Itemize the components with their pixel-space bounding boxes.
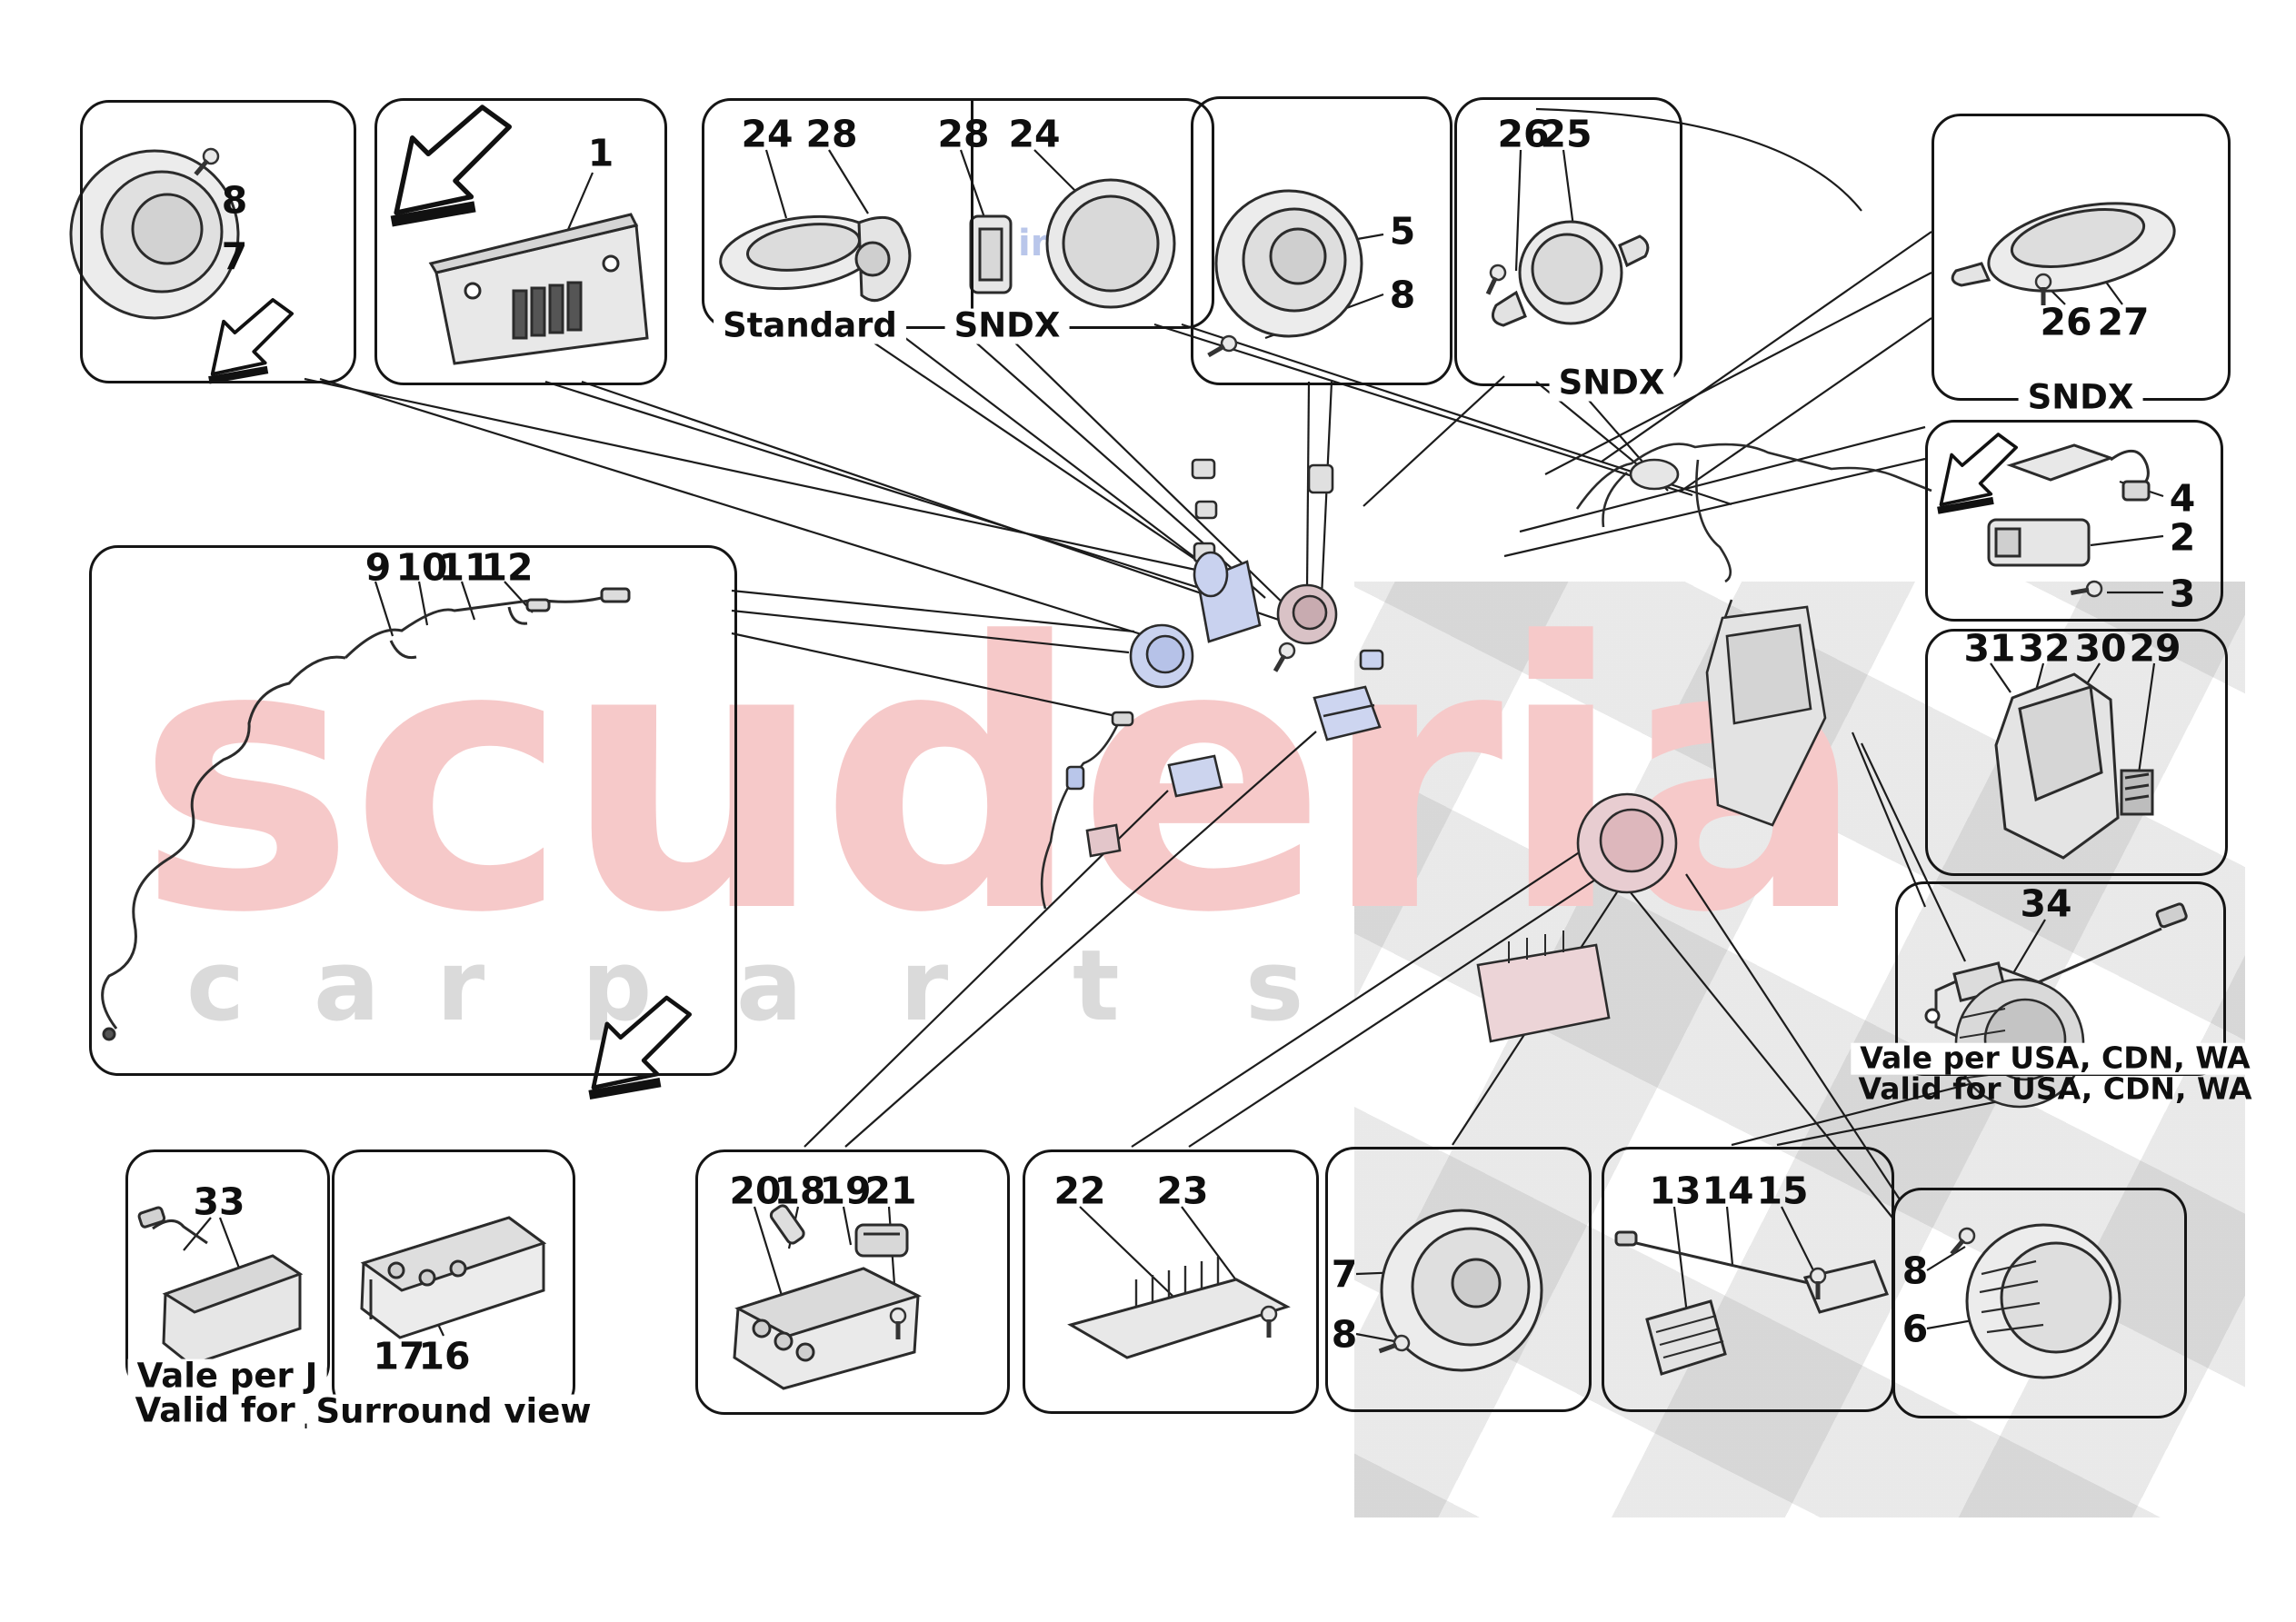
panel-front-speaker: 8 7 — [80, 100, 356, 383]
callout-9: 9 — [364, 545, 392, 590]
panel-antenna-kit: 4 2 3 — [1925, 420, 2223, 622]
harness-drawing — [101, 587, 631, 1041]
callout-22: 22 — [1053, 1169, 1106, 1213]
caption-valid-usa: Valid for USA, CDN, WA — [1858, 1070, 2252, 1107]
panel-fin-amp: 22 23 — [1023, 1149, 1319, 1414]
callout-20: 20 — [729, 1169, 782, 1213]
callout-1: 1 — [587, 131, 614, 175]
sub-enclosure-drawing — [1994, 672, 2154, 860]
mid-speaker-drawing — [1204, 189, 1363, 362]
callout-25: 25 — [1540, 112, 1592, 156]
caption-surround-view: Surround view — [306, 1394, 601, 1430]
front-speaker-drawing — [69, 146, 240, 320]
panel-harness: 9 10 11 12 — [89, 545, 737, 1076]
watermark-letter: s — [1245, 930, 1304, 1043]
callout-24: 24 — [741, 112, 794, 156]
amplifier-drawing — [428, 213, 649, 365]
fin-amp-drawing — [1067, 1257, 1291, 1359]
callout-8: 8 — [1331, 1312, 1358, 1357]
callout-30: 30 — [2074, 626, 2127, 671]
callout-28: 28 — [937, 112, 990, 156]
panel-usa-module: 34 Vale per USA, CDN, WA Valid for USA, … — [1851, 881, 2260, 1104]
callout-34: 34 — [2020, 881, 2072, 926]
panel-rear-woofer: 8 6 — [1892, 1188, 2187, 1418]
standard-speaker-drawing — [719, 214, 912, 303]
callout-16: 16 — [418, 1334, 471, 1378]
panel-main-amp: 20 18 19 21 — [695, 1149, 1010, 1415]
callout-26: 26 — [2040, 300, 2092, 344]
caption-standard: Standard — [714, 308, 906, 344]
panel-door-speaker: 7 8 — [1325, 1147, 1592, 1412]
callout-17: 17 — [373, 1334, 425, 1378]
callout-24: 24 — [1008, 112, 1061, 156]
caption-vale-usa: Vale per USA, CDN, WA — [1851, 1042, 2260, 1075]
panel-j-module: 33 Vale per J Valid for J — [125, 1149, 330, 1428]
main-amp-drawing — [733, 1204, 923, 1390]
watermark-letter: c — [186, 930, 245, 1043]
callout-26: 26 — [1497, 112, 1550, 156]
callout-14: 14 — [1702, 1169, 1754, 1213]
callout-8: 8 — [1902, 1249, 1929, 1293]
watermark-letter: t — [1073, 930, 1120, 1043]
callout-8: 8 — [221, 178, 248, 223]
callout-31: 31 — [1963, 626, 2016, 671]
callout-18: 18 — [774, 1169, 826, 1213]
sndx-tweeter-drawing — [1482, 220, 1650, 327]
sndx-speaker-drawing — [969, 178, 1176, 309]
caption-vale-j: Vale per J — [127, 1358, 327, 1395]
brand-watermark: scuderia — [136, 564, 1867, 993]
callout-13: 13 — [1649, 1169, 1702, 1213]
callout-2: 2 — [2169, 515, 2196, 560]
panel-sndx-oval: 26 27 SNDX — [1932, 114, 2231, 416]
callout-7: 7 — [1331, 1252, 1358, 1297]
panel-standard-sndx: 24 28 28 24 Standard SNDX — [702, 98, 1214, 344]
panel-cable-kit: 13 14 15 — [1602, 1147, 1894, 1412]
callout-19: 19 — [819, 1169, 872, 1213]
panel-amplifier: 1 — [374, 98, 667, 385]
callout-33: 33 — [193, 1179, 245, 1224]
caption-sndx: SNDX — [1549, 365, 1674, 402]
watermark-letter: a — [314, 930, 380, 1043]
door-speaker-drawing — [1377, 1209, 1543, 1372]
callout-8: 8 — [1389, 273, 1416, 317]
panel-sub-enclosure: 31 32 30 29 — [1925, 629, 2228, 876]
caption-sndx: SNDX — [2018, 380, 2143, 416]
panel-surround-view: 17 16 Surround view — [306, 1149, 601, 1430]
caption-valid-j: Valid for J — [135, 1390, 320, 1430]
rear-woofer-drawing — [1946, 1225, 2121, 1379]
callout-15: 15 — [1756, 1169, 1809, 1213]
callout-28: 28 — [805, 112, 858, 156]
callout-10: 10 — [395, 545, 448, 590]
callout-12: 12 — [481, 545, 534, 590]
callout-23: 23 — [1156, 1169, 1209, 1213]
callout-29: 29 — [2129, 626, 2181, 671]
cable-kit-drawing — [1614, 1230, 1890, 1376]
panel-divider — [971, 101, 973, 326]
callout-27: 27 — [2097, 300, 2150, 344]
sndx-oval-speaker-drawing — [1951, 202, 2176, 305]
callout-5: 5 — [1389, 209, 1416, 254]
watermark-letter: r — [900, 930, 949, 1043]
callout-21: 21 — [864, 1169, 917, 1213]
watermark-letter: a — [736, 930, 803, 1043]
caption-sndx: SNDX — [944, 308, 1070, 344]
callout-32: 32 — [2018, 626, 2071, 671]
j-module-drawing — [137, 1206, 304, 1367]
surround-ecu-drawing — [360, 1216, 547, 1339]
callout-3: 3 — [2169, 572, 2196, 616]
panel-sndx-tweeter: 26 25 SNDX — [1454, 97, 1682, 402]
watermark-letter: r — [436, 930, 485, 1043]
panel-mid-speaker: 5 8 — [1191, 96, 1452, 385]
callout-6: 6 — [1902, 1307, 1929, 1351]
callout-7: 7 — [221, 234, 248, 279]
callout-4: 4 — [2169, 476, 2196, 521]
antenna-kit-drawing — [1987, 443, 2151, 600]
callout-11: 11 — [438, 545, 491, 590]
